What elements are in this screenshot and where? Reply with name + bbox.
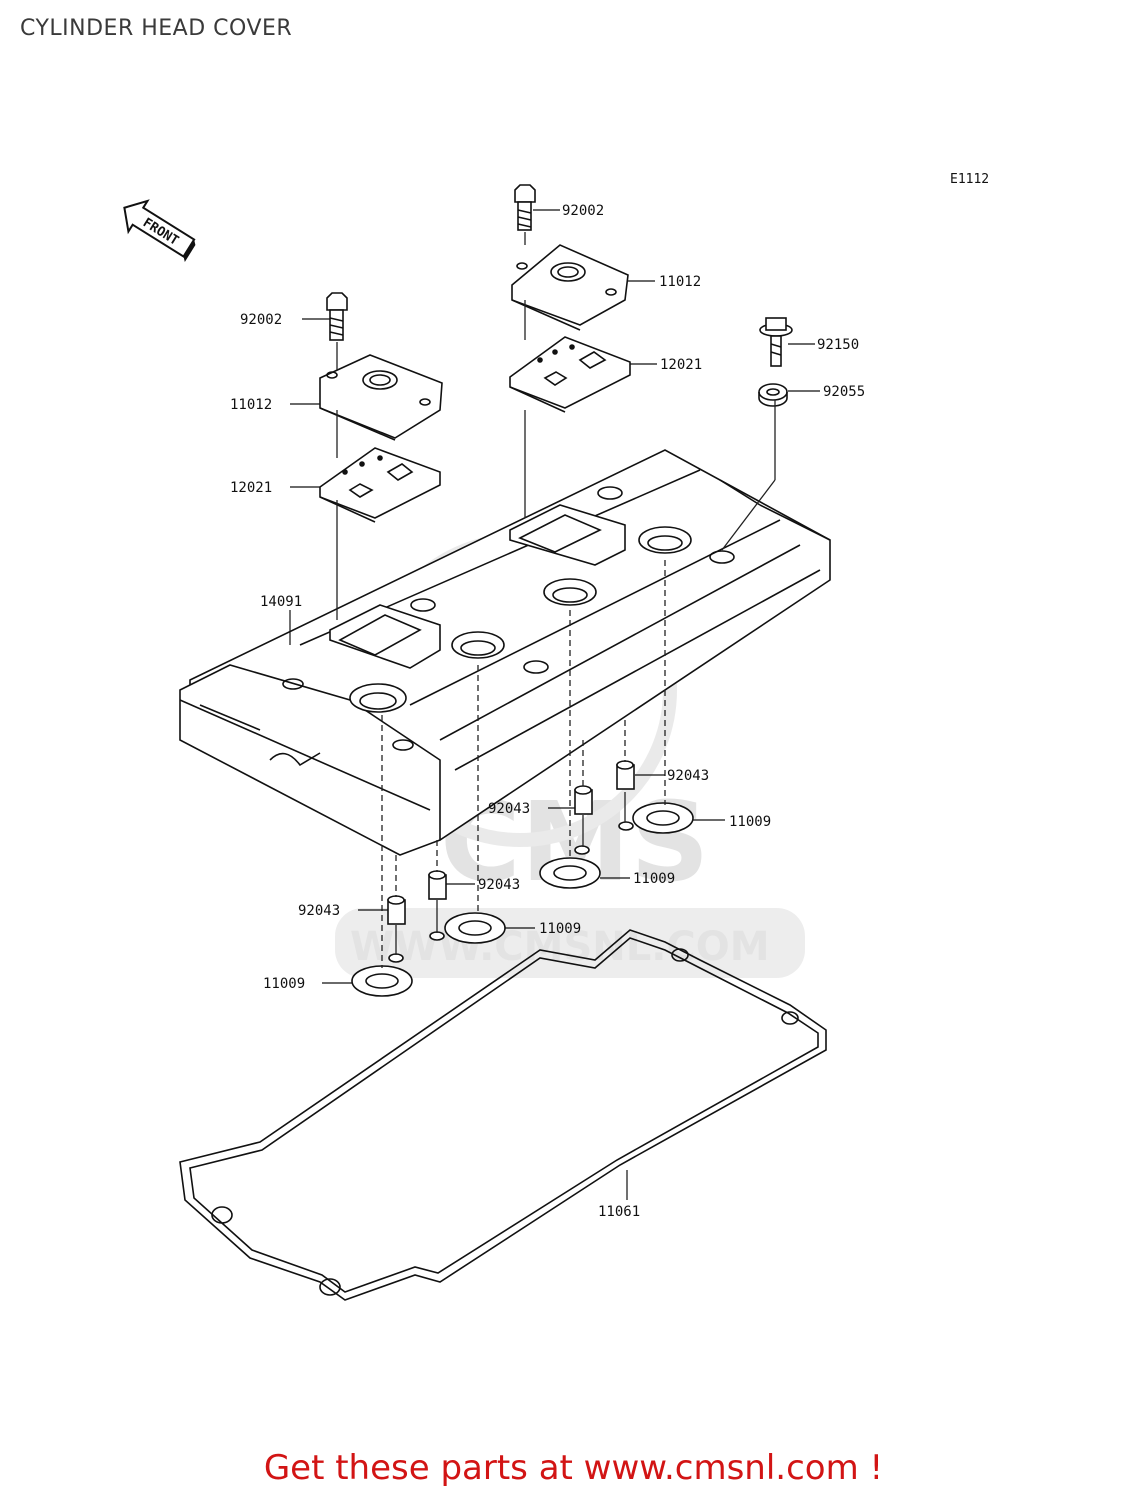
- page-title: CYLINDER HEAD COVER: [20, 16, 293, 41]
- plug-seal: [618, 802, 694, 834]
- part-label: 92043: [478, 877, 520, 893]
- part-label: 12021: [230, 480, 272, 496]
- front-arrow-icon: FRONT: [123, 199, 196, 263]
- gasket-upper: [509, 336, 631, 413]
- breather-cap-lower: [319, 354, 443, 441]
- diagram-code: E1112: [950, 172, 990, 187]
- part-labels: 92002 11012 12021 92002 11012 12021 1409…: [230, 203, 865, 1220]
- washer-right: [758, 383, 788, 407]
- part-label: 11012: [659, 274, 701, 290]
- part-label: 11009: [633, 871, 675, 887]
- part-label: 92043: [298, 903, 340, 919]
- part-label: 12021: [660, 357, 702, 373]
- part-label: 92043: [488, 801, 530, 817]
- part-label: 11061: [598, 1204, 640, 1220]
- bolt-right: [759, 317, 793, 367]
- part-label: 14091: [260, 594, 302, 610]
- part-label: 92002: [240, 312, 282, 328]
- part-label: 92043: [667, 768, 709, 784]
- dowel-pin: [616, 760, 635, 790]
- part-label: 11009: [539, 921, 581, 937]
- dowel-pin: [387, 895, 406, 925]
- gasket-lower: [319, 447, 441, 523]
- breather-cap-upper: [511, 244, 629, 331]
- plug-seal: [351, 953, 413, 997]
- part-label: 11012: [230, 397, 272, 413]
- part-label: 92002: [562, 203, 604, 219]
- plug-seal: [539, 845, 601, 889]
- dowel-pin: [574, 785, 593, 815]
- leader-lines: [289, 209, 820, 1200]
- bolt-upper: [514, 184, 536, 231]
- dowel-pin: [428, 870, 447, 900]
- bolt-lower: [326, 292, 348, 341]
- part-label: 92055: [823, 384, 865, 400]
- alignment-lines: [336, 232, 776, 968]
- exploded-parts-diagram: WWW.CMSNL.COM CMS FRONT: [123, 184, 865, 1301]
- part-label: 11009: [729, 814, 771, 830]
- part-label: 92150: [817, 337, 859, 353]
- cta-link[interactable]: Get these parts at www.cmsnl.com !: [263, 1448, 884, 1488]
- part-label: 11009: [263, 976, 305, 992]
- cover-gasket: [179, 929, 827, 1301]
- cylinder-head-cover: [179, 449, 831, 856]
